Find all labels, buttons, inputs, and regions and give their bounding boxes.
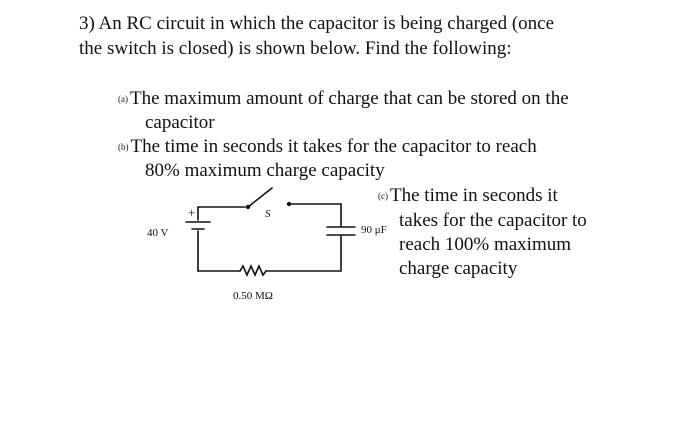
part-c-line-1: The time in seconds it: [390, 185, 558, 206]
part-c-line-3: reach 100% maximum: [399, 234, 572, 255]
part-b-line-2: 80% maximum charge capacity: [145, 160, 385, 181]
resistance-label: 0.50 MΩ: [233, 290, 273, 302]
switch-blade: [247, 187, 273, 208]
part-c-line-2: takes for the capacitor to: [399, 210, 587, 231]
switch-contact-right: [286, 201, 292, 207]
heading-line-2: the switch is closed) is shown below. Fi…: [79, 38, 512, 59]
heading-line-1: 3) An RC circuit in which the capacitor …: [79, 13, 555, 34]
part-b-line-1: The time in seconds it takes for the cap…: [130, 136, 537, 157]
capacitance-label: 90 μF: [361, 224, 387, 236]
resistor-zigzag: [239, 264, 267, 277]
part-a-line-2: capacitor: [145, 112, 215, 133]
switch-contact-left: [245, 204, 251, 210]
switch-label: S: [265, 208, 271, 220]
voltage-label: 40 V: [147, 227, 169, 239]
battery-plus-sign: +: [188, 205, 196, 220]
part-a-tag: (a): [118, 94, 128, 104]
part-c-line-4: charge capacity: [399, 258, 518, 279]
part-c-tag: (c): [378, 191, 388, 201]
part-b-tag: (b): [118, 142, 129, 152]
part-a-line-1: The maximum amount of charge that can be…: [130, 88, 569, 109]
